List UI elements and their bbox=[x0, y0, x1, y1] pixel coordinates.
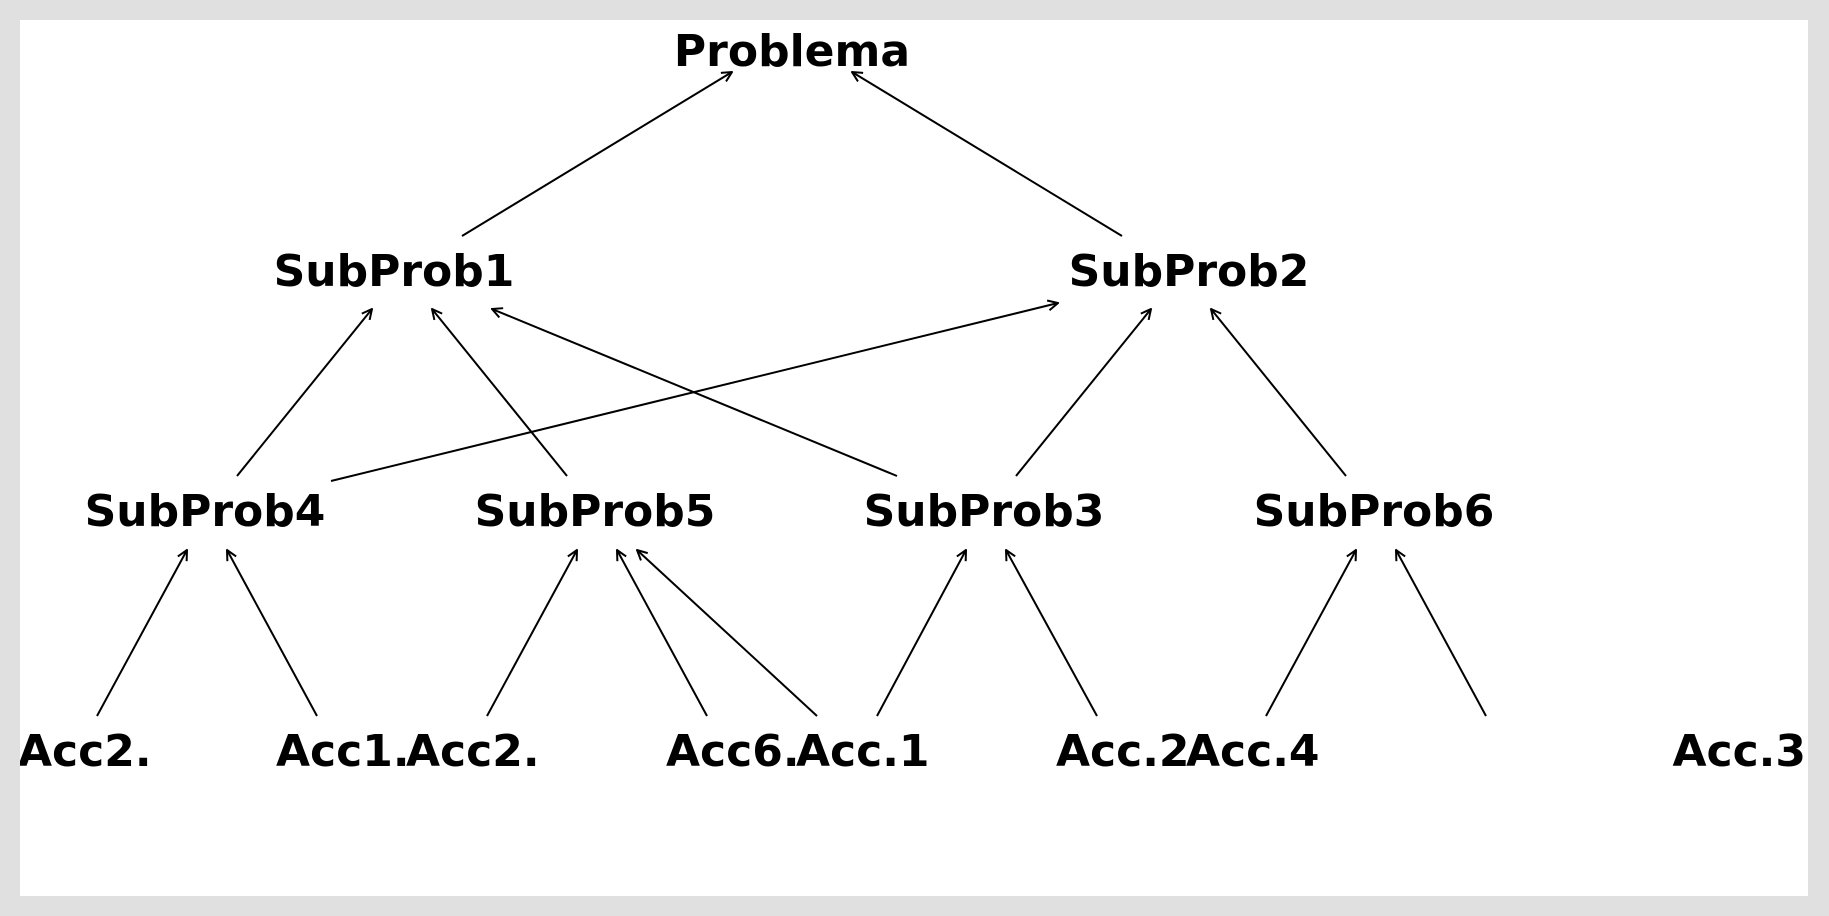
node-subprob1: SubProb1 bbox=[274, 246, 515, 297]
edge-subprob4-to-subprob1 bbox=[236, 309, 372, 477]
node-acc-4: Acc.4 bbox=[1186, 726, 1320, 777]
edge-subprob1-to-problema bbox=[461, 72, 732, 237]
edge-acc-4-to-subprob6 bbox=[1265, 550, 1356, 717]
node-subprob6: SubProb6 bbox=[1254, 486, 1495, 537]
edge-subprob5-to-subprob1 bbox=[432, 309, 568, 477]
nodes-layer: Problema SubProb1 SubProb2 SubProb4 SubP… bbox=[20, 26, 1806, 777]
dependency-diagram: Problema SubProb1 SubProb2 SubProb4 SubP… bbox=[20, 26, 1806, 777]
node-acc-1: Acc.1 bbox=[796, 726, 930, 777]
edges-layer bbox=[96, 72, 1487, 717]
edge-subprob4-to-subprob2 bbox=[330, 303, 1058, 482]
edge-acc6-to-subprob5 bbox=[617, 550, 708, 717]
edge-subprob6-to-subprob2 bbox=[1211, 309, 1347, 477]
edge-acc-2-to-subprob3 bbox=[1006, 550, 1098, 717]
edge-acc2a-to-subprob4 bbox=[96, 550, 187, 717]
node-acc-2: Acc.2 bbox=[1056, 726, 1190, 777]
edge-acc-1-to-subprob5 bbox=[637, 550, 818, 717]
edge-acc-3-to-subprob6 bbox=[1396, 550, 1487, 717]
diagram-canvas: Problema SubProb1 SubProb2 SubProb4 SubP… bbox=[20, 20, 1808, 896]
node-acc1: Acc1. bbox=[276, 726, 410, 777]
node-subprob2: SubProb2 bbox=[1069, 246, 1310, 297]
edge-acc2b-to-subprob5 bbox=[486, 550, 577, 717]
node-subprob3: SubProb3 bbox=[864, 486, 1105, 537]
edge-acc1-to-subprob4 bbox=[227, 550, 318, 717]
edge-acc-1-to-subprob3 bbox=[876, 550, 966, 717]
node-subprob5: SubProb5 bbox=[475, 486, 716, 537]
node-acc-3: Acc.3 bbox=[1672, 726, 1806, 777]
edge-subprob3-to-subprob2 bbox=[1015, 309, 1151, 477]
node-acc2-b: Acc2. bbox=[406, 726, 540, 777]
edge-subprob2-to-problema bbox=[852, 72, 1123, 237]
node-subprob4: SubProb4 bbox=[85, 486, 326, 537]
node-problema: Problema bbox=[674, 26, 910, 77]
node-acc6: Acc6. bbox=[666, 726, 800, 777]
node-acc2-a: Acc2. bbox=[20, 726, 152, 777]
